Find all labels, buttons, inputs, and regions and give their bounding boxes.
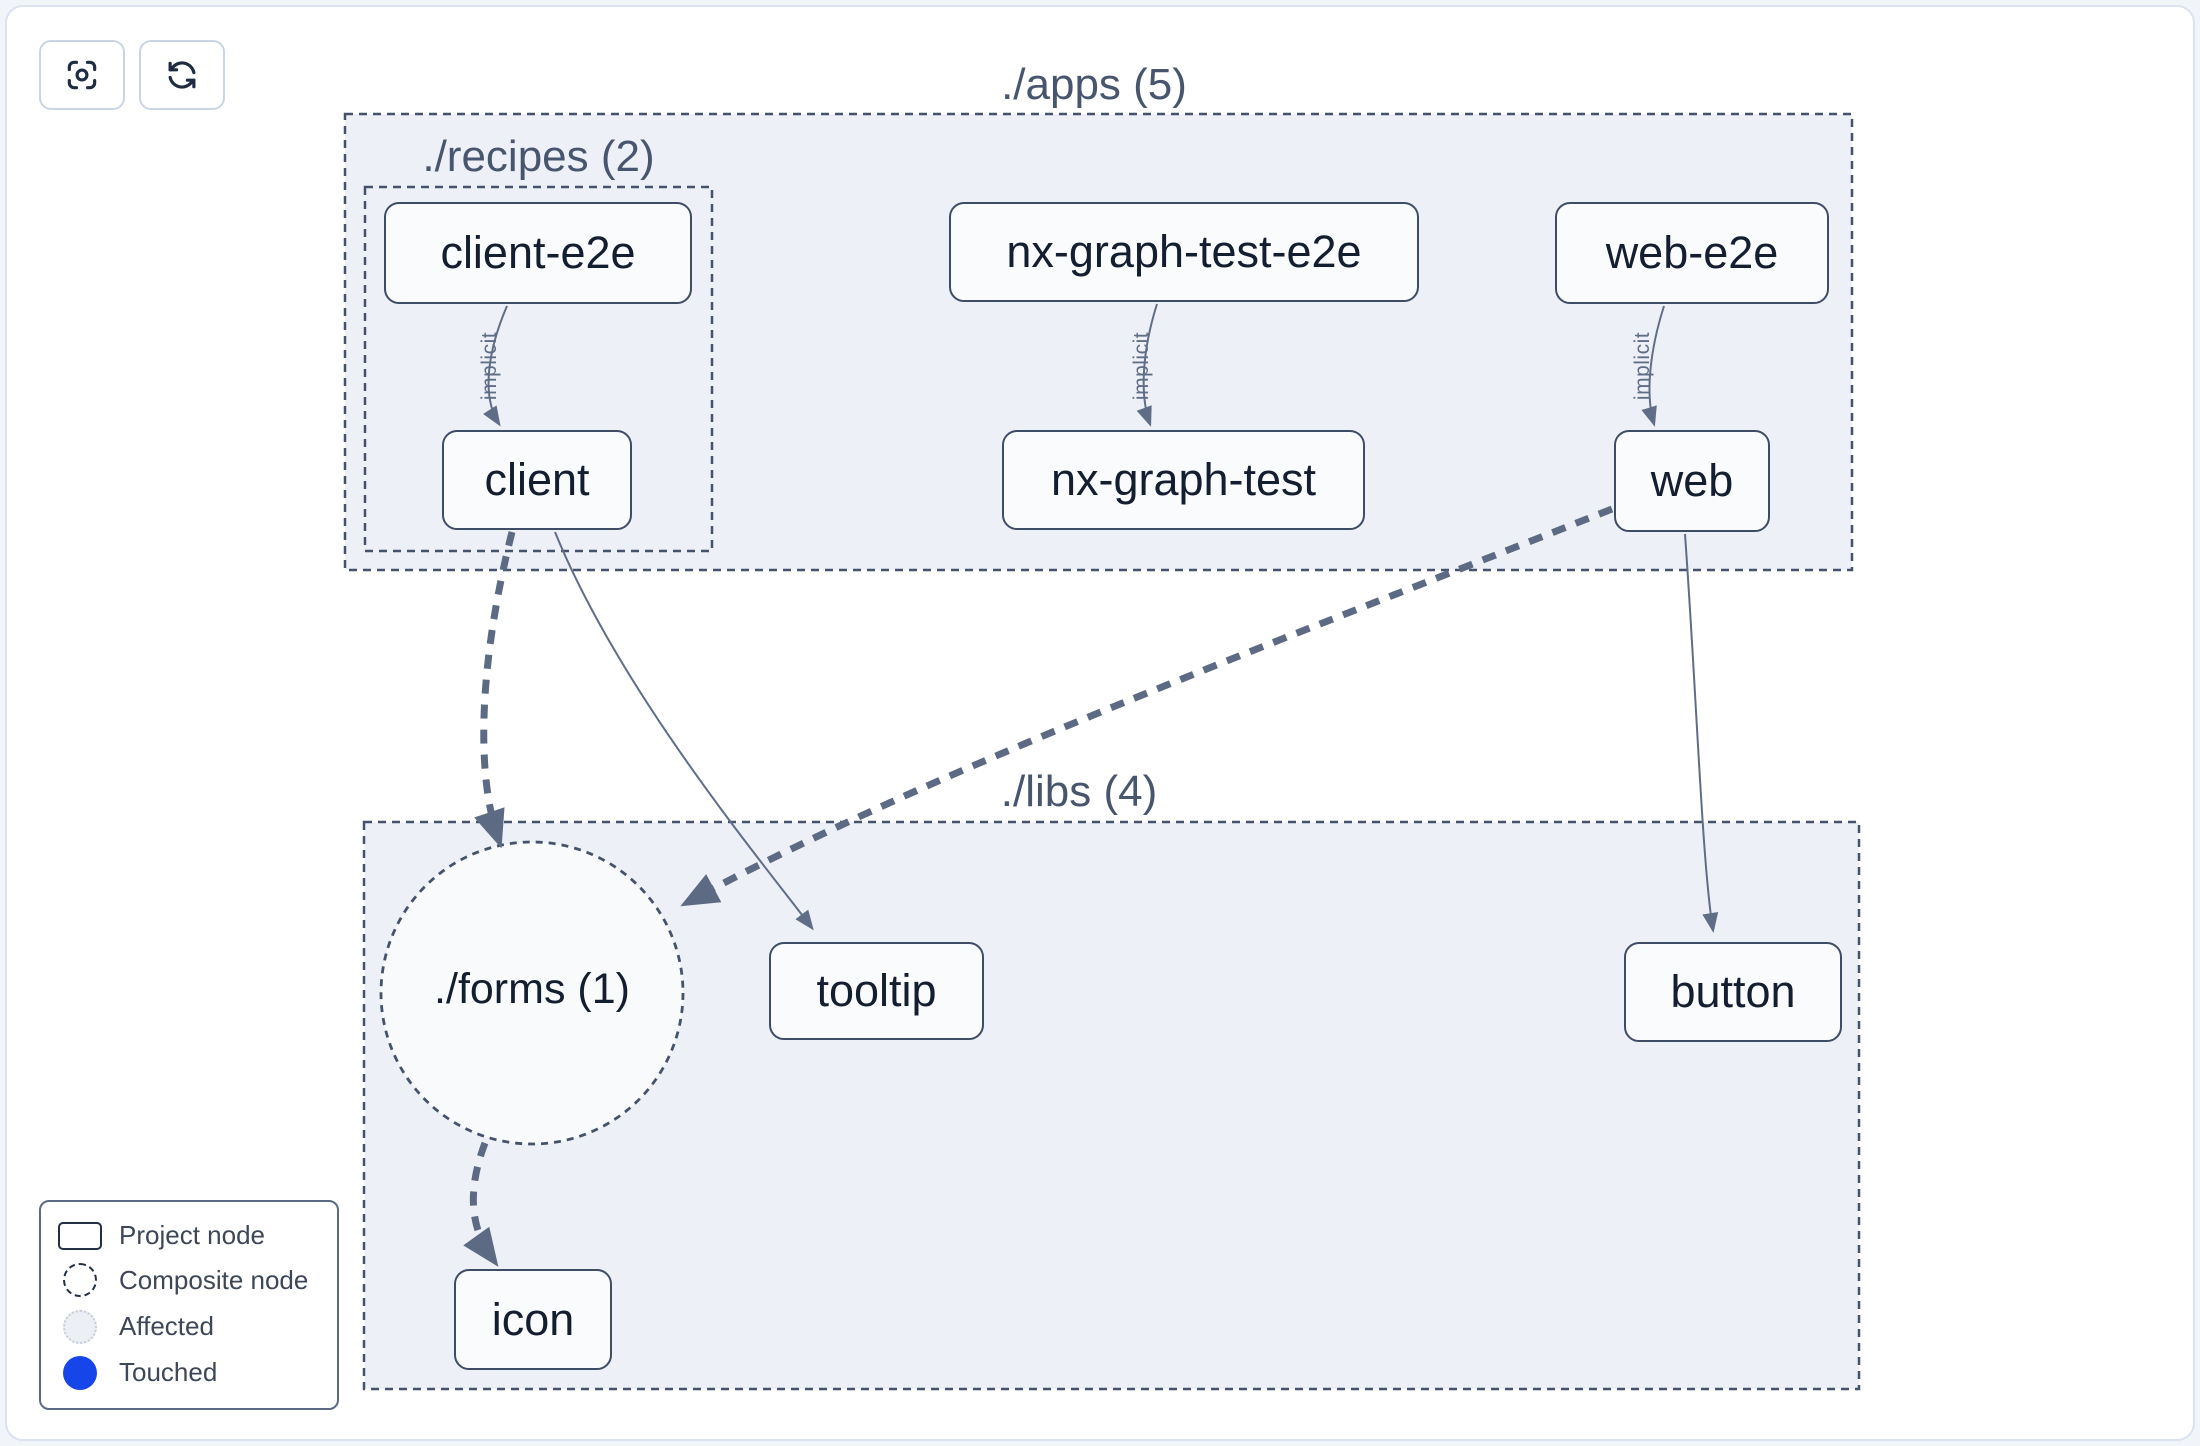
- edge-client-to-tooltip: [554, 531, 814, 931]
- edge-label-implicit-web: implicit: [1631, 331, 1654, 401]
- node-client[interactable]: client: [442, 430, 632, 530]
- center-graph-button[interactable]: [39, 40, 125, 110]
- forms-composite-node-label[interactable]: ./forms (1): [434, 965, 630, 1013]
- node-tooltip[interactable]: tooltip: [769, 942, 984, 1040]
- recipes-container-label[interactable]: ./recipes (2): [422, 132, 655, 181]
- touched-swatch-icon: [63, 1355, 97, 1390]
- legend-label: Affected: [119, 1311, 214, 1342]
- edge-forms-to-icon: [463, 1141, 499, 1267]
- edge-label-implicit-nx-graph-test: implicit: [1130, 331, 1153, 401]
- legend-row-touched: Touched: [41, 1355, 337, 1390]
- focus-crosshair-icon: [63, 56, 101, 94]
- node-button[interactable]: button: [1624, 942, 1842, 1042]
- legend-label: Composite node: [119, 1264, 309, 1295]
- node-icon[interactable]: icon: [454, 1269, 612, 1370]
- edge-web-to-button: [1684, 533, 1719, 933]
- edge-label-implicit-client: implicit: [478, 331, 501, 401]
- legend-label: Touched: [119, 1357, 218, 1388]
- edge-web-to-forms: [680, 505, 1614, 907]
- node-nx-graph-test-e2e[interactable]: nx-graph-test-e2e: [949, 202, 1419, 302]
- legend-row-project-node: Project node: [41, 1220, 337, 1251]
- refresh-arrows-icon: [163, 56, 201, 94]
- legend-label: Project node: [119, 1220, 265, 1251]
- legend: Project node Composite node Affected Tou…: [39, 1200, 339, 1410]
- node-client-e2e[interactable]: client-e2e: [384, 202, 692, 304]
- graph-canvas: ./apps (5) ./recipes (2) ./libs (4) ./fo…: [5, 5, 2195, 1441]
- node-nx-graph-test[interactable]: nx-graph-test: [1002, 430, 1365, 530]
- node-web[interactable]: web: [1614, 430, 1770, 532]
- legend-row-affected: Affected: [41, 1309, 337, 1344]
- libs-container-label[interactable]: ./libs (4): [1000, 767, 1158, 816]
- edge-client-to-forms: [474, 531, 516, 849]
- refresh-graph-button[interactable]: [139, 40, 225, 110]
- apps-container-label[interactable]: ./apps (5): [1001, 60, 1187, 109]
- affected-swatch-icon: [63, 1309, 97, 1344]
- project-node-swatch-icon: [58, 1221, 102, 1250]
- legend-row-composite-node: Composite node: [41, 1263, 337, 1298]
- composite-node-swatch-icon: [63, 1263, 97, 1298]
- node-web-e2e[interactable]: web-e2e: [1555, 202, 1829, 304]
